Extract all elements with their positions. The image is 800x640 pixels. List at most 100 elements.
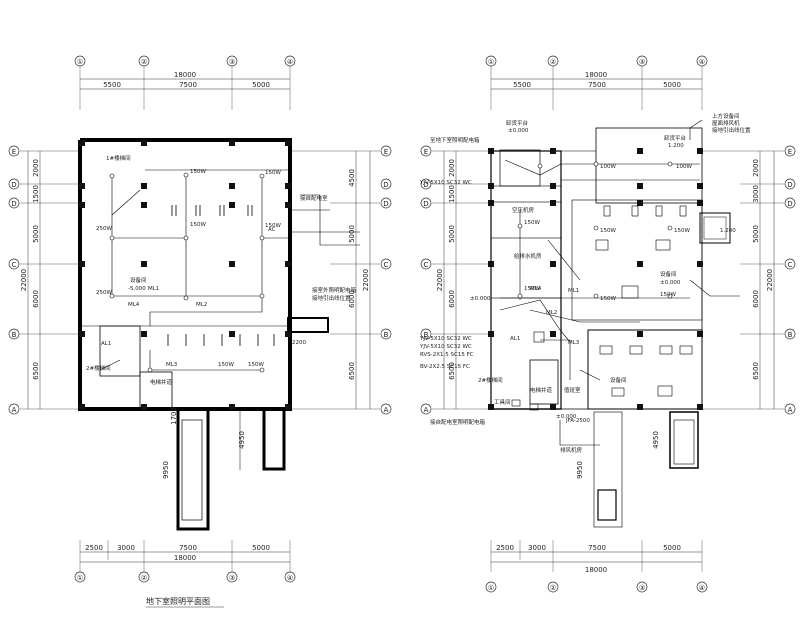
right-loading: 卸货平台: [664, 134, 687, 142]
right-rdim-4: 5000: [752, 225, 760, 243]
left-dim-2: 1500: [32, 185, 40, 203]
right-150w-e: 150W: [524, 220, 540, 226]
right-rdim-2: 3000: [752, 185, 760, 203]
left-col-axis-1: ①: [77, 58, 83, 66]
left-bcol-1: ①: [77, 574, 83, 582]
right-rdim-total: 22000: [766, 269, 774, 291]
right-cable2: YJV-5X10 SC32 WC: [419, 336, 472, 342]
left-top-seg-2: 7500: [179, 81, 197, 89]
left-250w-a: 250W: [96, 226, 112, 232]
left-top-seg-3: 5000: [252, 81, 270, 89]
right-top-seg-1: 5500: [513, 81, 531, 89]
left-bcol-4: ④: [287, 574, 293, 582]
right-top-axis: ① ② ③ ④ 18000 5500 7500 5000: [485, 55, 708, 110]
right-guard: 值班室: [564, 386, 581, 394]
right-dim-9950: 9950: [576, 461, 584, 479]
left-bottom-axis: 2500 3000 7500 5000 18000 ① ② ③ ④ 地下室照明平…: [74, 540, 296, 608]
left-note3: 接地引出线位置: [312, 294, 351, 302]
right-bottom-total: 18000: [585, 566, 607, 574]
left-plan-walls: [78, 138, 330, 531]
left-rdim-1: 4500: [348, 169, 356, 187]
right-elev: 电梯井道: [530, 386, 553, 394]
right-ldim-5: 6500: [448, 362, 456, 380]
right-bcol-2: ②: [550, 584, 556, 592]
left-bottom-total: 18000: [174, 554, 196, 562]
left-bottom-seg-3: 7500: [179, 544, 197, 552]
left-rrow-b: B: [384, 331, 389, 339]
right-150w-f: 150W: [524, 286, 540, 292]
right-al1: AL1: [510, 336, 520, 342]
right-row-c: C: [424, 261, 429, 269]
left-plan: ① ② ③ ④ 18000 5500 7500 5000 E D: [8, 55, 392, 608]
right-level-b: ±0.000: [556, 414, 577, 420]
left-ml1: ML1: [148, 286, 159, 292]
right-ldim-3: 5000: [448, 225, 456, 243]
left-top-seg-1: 5500: [103, 81, 121, 89]
right-row-d2: D: [423, 200, 428, 208]
left-dim-4950: 4950: [238, 431, 246, 449]
left-dim-2200: 2200: [292, 340, 306, 346]
left-row-axis-d2: D: [11, 200, 16, 208]
right-rrow-e: E: [788, 148, 792, 156]
right-top-seg-2: 7500: [588, 81, 606, 89]
right-top-total: 18000: [585, 71, 607, 79]
left-rrow-d2: D: [383, 200, 388, 208]
right-top-seg-3: 5000: [663, 81, 681, 89]
right-bcol-1: ①: [488, 584, 494, 592]
right-water: 给排水机房: [514, 252, 542, 260]
left-150w-e: 150W: [218, 362, 234, 368]
right-level0: ±0.000: [508, 128, 529, 134]
left-rrow-a: A: [384, 406, 389, 414]
left-150w-b: 150W: [265, 170, 281, 176]
left-row-axis-e: E: [12, 148, 16, 156]
left-dim-1700: 1700: [170, 407, 178, 425]
right-bottom-seg-1: 2500: [496, 544, 514, 552]
right-100w-b: 100W: [676, 164, 692, 170]
right-150w-c: 150W: [600, 296, 616, 302]
left-250w-b: 250W: [96, 290, 112, 296]
right-ml2: ML2: [546, 310, 557, 316]
right-row-e: E: [424, 148, 428, 156]
left-ml3: ML3: [166, 362, 178, 368]
left-bottom-seg-2: 3000: [117, 544, 135, 552]
left-rdim-2: 5000: [348, 225, 356, 243]
left-rrow-c: C: [384, 261, 389, 269]
left-plan-title: 地下室照明平面图: [146, 596, 210, 606]
right-rdim-1: 2000: [752, 159, 760, 177]
right-150w-a: 150W: [600, 228, 616, 234]
right-cable3: YJV-5X10 SC32 WC: [419, 344, 472, 350]
left-150w-d: 150W: [265, 223, 281, 229]
left-ml4: ML4: [128, 302, 140, 308]
right-loading-lv2: 1.200: [720, 228, 736, 234]
right-top-note3: 接地引出线位置: [712, 126, 751, 134]
right-ml4: ML4: [530, 286, 542, 292]
left-row-axis: E D D C B A 2000 1500 5000 6000 6500 220…: [8, 145, 80, 415]
right-left-note1: 至地下室照明配电箱: [430, 136, 480, 144]
right-rdim-6: 6500: [752, 362, 760, 380]
left-dim-3: 5000: [32, 225, 40, 243]
right-air: 空压机房: [512, 206, 535, 214]
right-row-d1: D: [423, 181, 428, 189]
right-col-axis-3: ③: [639, 58, 645, 66]
left-150w-c: 150W: [190, 222, 206, 228]
right-ldim-2: 1500: [448, 185, 456, 203]
right-top-note2: 屋面排风机: [712, 119, 740, 127]
left-row-axis-c: C: [12, 261, 17, 269]
left-note1: 接自配电室: [300, 194, 328, 202]
right-plan: ① ② ③ ④ 18000 5500 7500 5000 E D D C: [419, 55, 796, 593]
right-dim-4950: 4950: [652, 431, 660, 449]
left-dim-9950: 9950: [162, 461, 170, 479]
right-150w-d: 150W: [660, 292, 676, 298]
right-col-axis-2: ②: [550, 58, 556, 66]
right-ldim-4: 6000: [448, 290, 456, 308]
left-stair2-label: 2#楼梯间: [86, 364, 111, 372]
left-rrow-d1: D: [383, 181, 388, 189]
left-row-axis-b: B: [12, 331, 17, 339]
left-150w-a: 150W: [190, 169, 206, 175]
left-rdim-4: 6500: [348, 362, 356, 380]
right-equip: 设备间: [660, 270, 677, 278]
right-row-b: B: [424, 331, 429, 339]
right-level-a: ±0.000: [660, 280, 681, 286]
right-top-note1: 上方设备间: [712, 112, 740, 120]
